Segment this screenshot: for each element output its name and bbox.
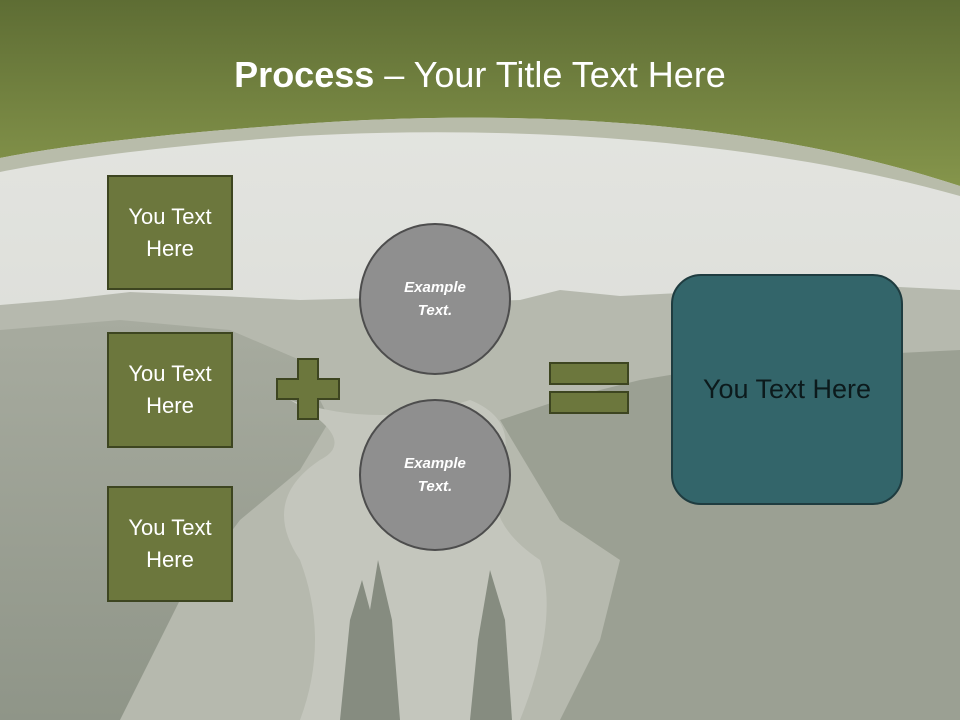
input-box-label: You Text Here <box>128 515 212 572</box>
result-label: You Text Here <box>702 374 872 404</box>
example-circle-1[interactable]: Example Text. <box>359 223 511 375</box>
input-box-label: You Text Here <box>128 203 212 261</box>
plus-icon <box>276 358 340 420</box>
example-circle-2[interactable]: Example Text. <box>359 399 511 551</box>
slide-title: Process – Your Title Text Here <box>0 52 960 98</box>
circle-label: Example Text. <box>404 455 466 495</box>
circle-label: Example Text. <box>404 279 466 319</box>
title-rest: – Your Title Text Here <box>374 54 726 95</box>
title-bold: Process <box>234 54 375 95</box>
equals-icon <box>549 362 629 414</box>
input-box-label: You Text Here <box>128 361 212 418</box>
input-box-2[interactable]: You Text Here <box>107 332 233 448</box>
input-box-1[interactable]: You Text Here <box>107 175 233 290</box>
input-box-3[interactable]: You Text Here <box>107 486 233 602</box>
result-box[interactable]: You Text Here <box>671 274 903 505</box>
